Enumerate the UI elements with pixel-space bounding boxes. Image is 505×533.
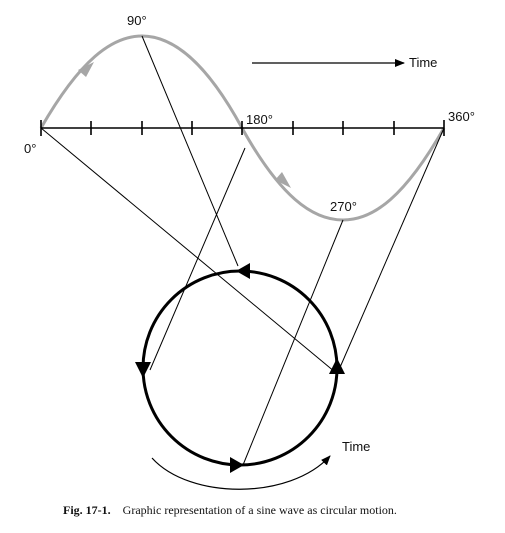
label-time-rotation: Time bbox=[342, 439, 370, 454]
label-90-degrees: 90° bbox=[127, 13, 147, 28]
caption-number: Fig. 17-1. bbox=[63, 503, 111, 517]
circle-arrow-icon bbox=[329, 358, 345, 374]
caption-text: Graphic representation of a sine wave as… bbox=[123, 503, 397, 517]
rotation-time-arrow bbox=[151, 455, 331, 490]
projection-lines bbox=[40, 35, 445, 466]
label-270-degrees: 270° bbox=[330, 199, 357, 214]
circle-arrow-icon bbox=[135, 362, 151, 378]
label-180-degrees: 180° bbox=[246, 112, 273, 127]
circle-arrow-icon bbox=[236, 263, 250, 279]
wave-arrow-icon bbox=[78, 62, 94, 77]
circle-arrow-icon bbox=[230, 457, 244, 473]
wave-arrow-icon bbox=[275, 172, 291, 188]
rotation-circle bbox=[141, 269, 339, 467]
label-time-axis: Time bbox=[409, 55, 437, 70]
label-0-degrees: 0° bbox=[24, 141, 36, 156]
figure-caption: Fig. 17-1. Graphic representation of a s… bbox=[63, 501, 397, 518]
label-360-degrees: 360° bbox=[448, 109, 475, 124]
